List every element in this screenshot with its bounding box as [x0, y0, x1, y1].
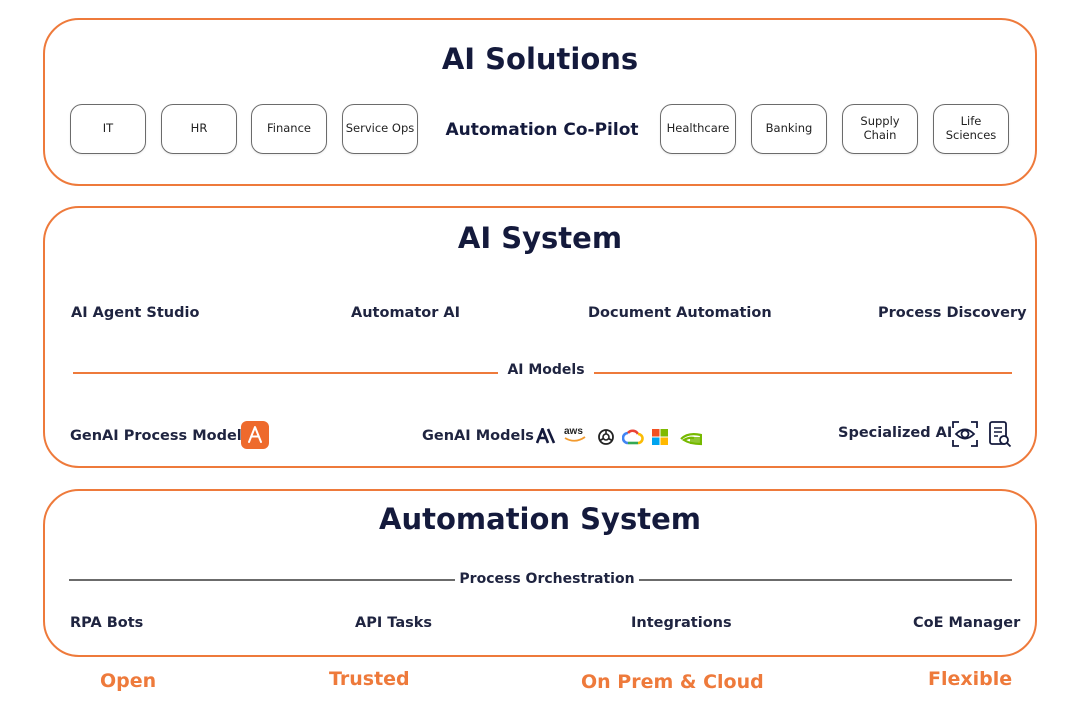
rpa-bots-label: RPA Bots [70, 615, 144, 631]
ai-solutions-title: AI Solutions [441, 42, 639, 76]
eye-scan-icon [951, 420, 979, 452]
process-discovery-label: Process Discovery [878, 305, 1027, 321]
nvidia-logo-icon [680, 431, 703, 450]
anthropic-logo-icon [535, 425, 558, 448]
specialized-ai-label: Specialized AI [838, 425, 953, 441]
document-search-icon [988, 420, 1012, 452]
footer-flexible: Flexible [928, 668, 1013, 690]
chip-service-ops[interactable]: Service Ops [342, 104, 418, 154]
document-automation-label: Document Automation [588, 305, 772, 321]
process-orchestration-divider-left [69, 579, 455, 581]
ai-agent-studio-label: AI Agent Studio [71, 305, 200, 321]
coe-manager-label: CoE Manager [913, 615, 1021, 631]
automation-system-title: Automation System [379, 502, 701, 536]
footer-open: Open [100, 670, 157, 692]
automation-copilot-label: Automation Co-Pilot [445, 120, 639, 140]
aws-logo-icon: aws [563, 424, 587, 450]
chip-healthcare[interactable]: Healthcare [660, 104, 736, 154]
chip-banking[interactable]: Banking [751, 104, 827, 154]
ai-models-label: AI Models [507, 362, 585, 378]
ai-system-title: AI System [457, 221, 623, 255]
chip-hr[interactable]: HR [161, 104, 237, 154]
process-orchestration-label: Process Orchestration [459, 571, 635, 587]
ai-system-panel: AI System AI Agent Studio Automator AI D… [43, 206, 1037, 468]
chip-supply-chain[interactable]: Supply Chain [842, 104, 918, 154]
chip-finance[interactable]: Finance [251, 104, 327, 154]
svg-text:aws: aws [564, 426, 583, 437]
footer-trusted: Trusted [329, 668, 410, 690]
genai-process-models-label: GenAI Process Models [70, 428, 251, 444]
chip-it[interactable]: IT [70, 104, 146, 154]
ai-models-divider-left [73, 372, 498, 374]
automator-ai-label: Automator AI [351, 305, 461, 321]
automation-system-panel: Automation System Process Orchestration … [43, 489, 1037, 657]
process-orchestration-divider-right [639, 579, 1012, 581]
footer-on-prem-cloud: On Prem & Cloud [581, 671, 764, 693]
chip-life-sciences[interactable]: Life Sciences [933, 104, 1009, 154]
api-tasks-label: API Tasks [355, 615, 433, 631]
automation-anywhere-logo-icon [241, 421, 269, 453]
microsoft-logo-icon [652, 429, 668, 449]
ai-models-divider-right [594, 372, 1012, 374]
integrations-label: Integrations [631, 615, 732, 631]
genai-models-label: GenAI Models [422, 428, 534, 444]
ai-solutions-panel: AI Solutions IT HR Finance Service Ops A… [43, 18, 1037, 186]
openai-logo-icon [596, 427, 616, 451]
google-cloud-logo-icon [621, 429, 644, 449]
